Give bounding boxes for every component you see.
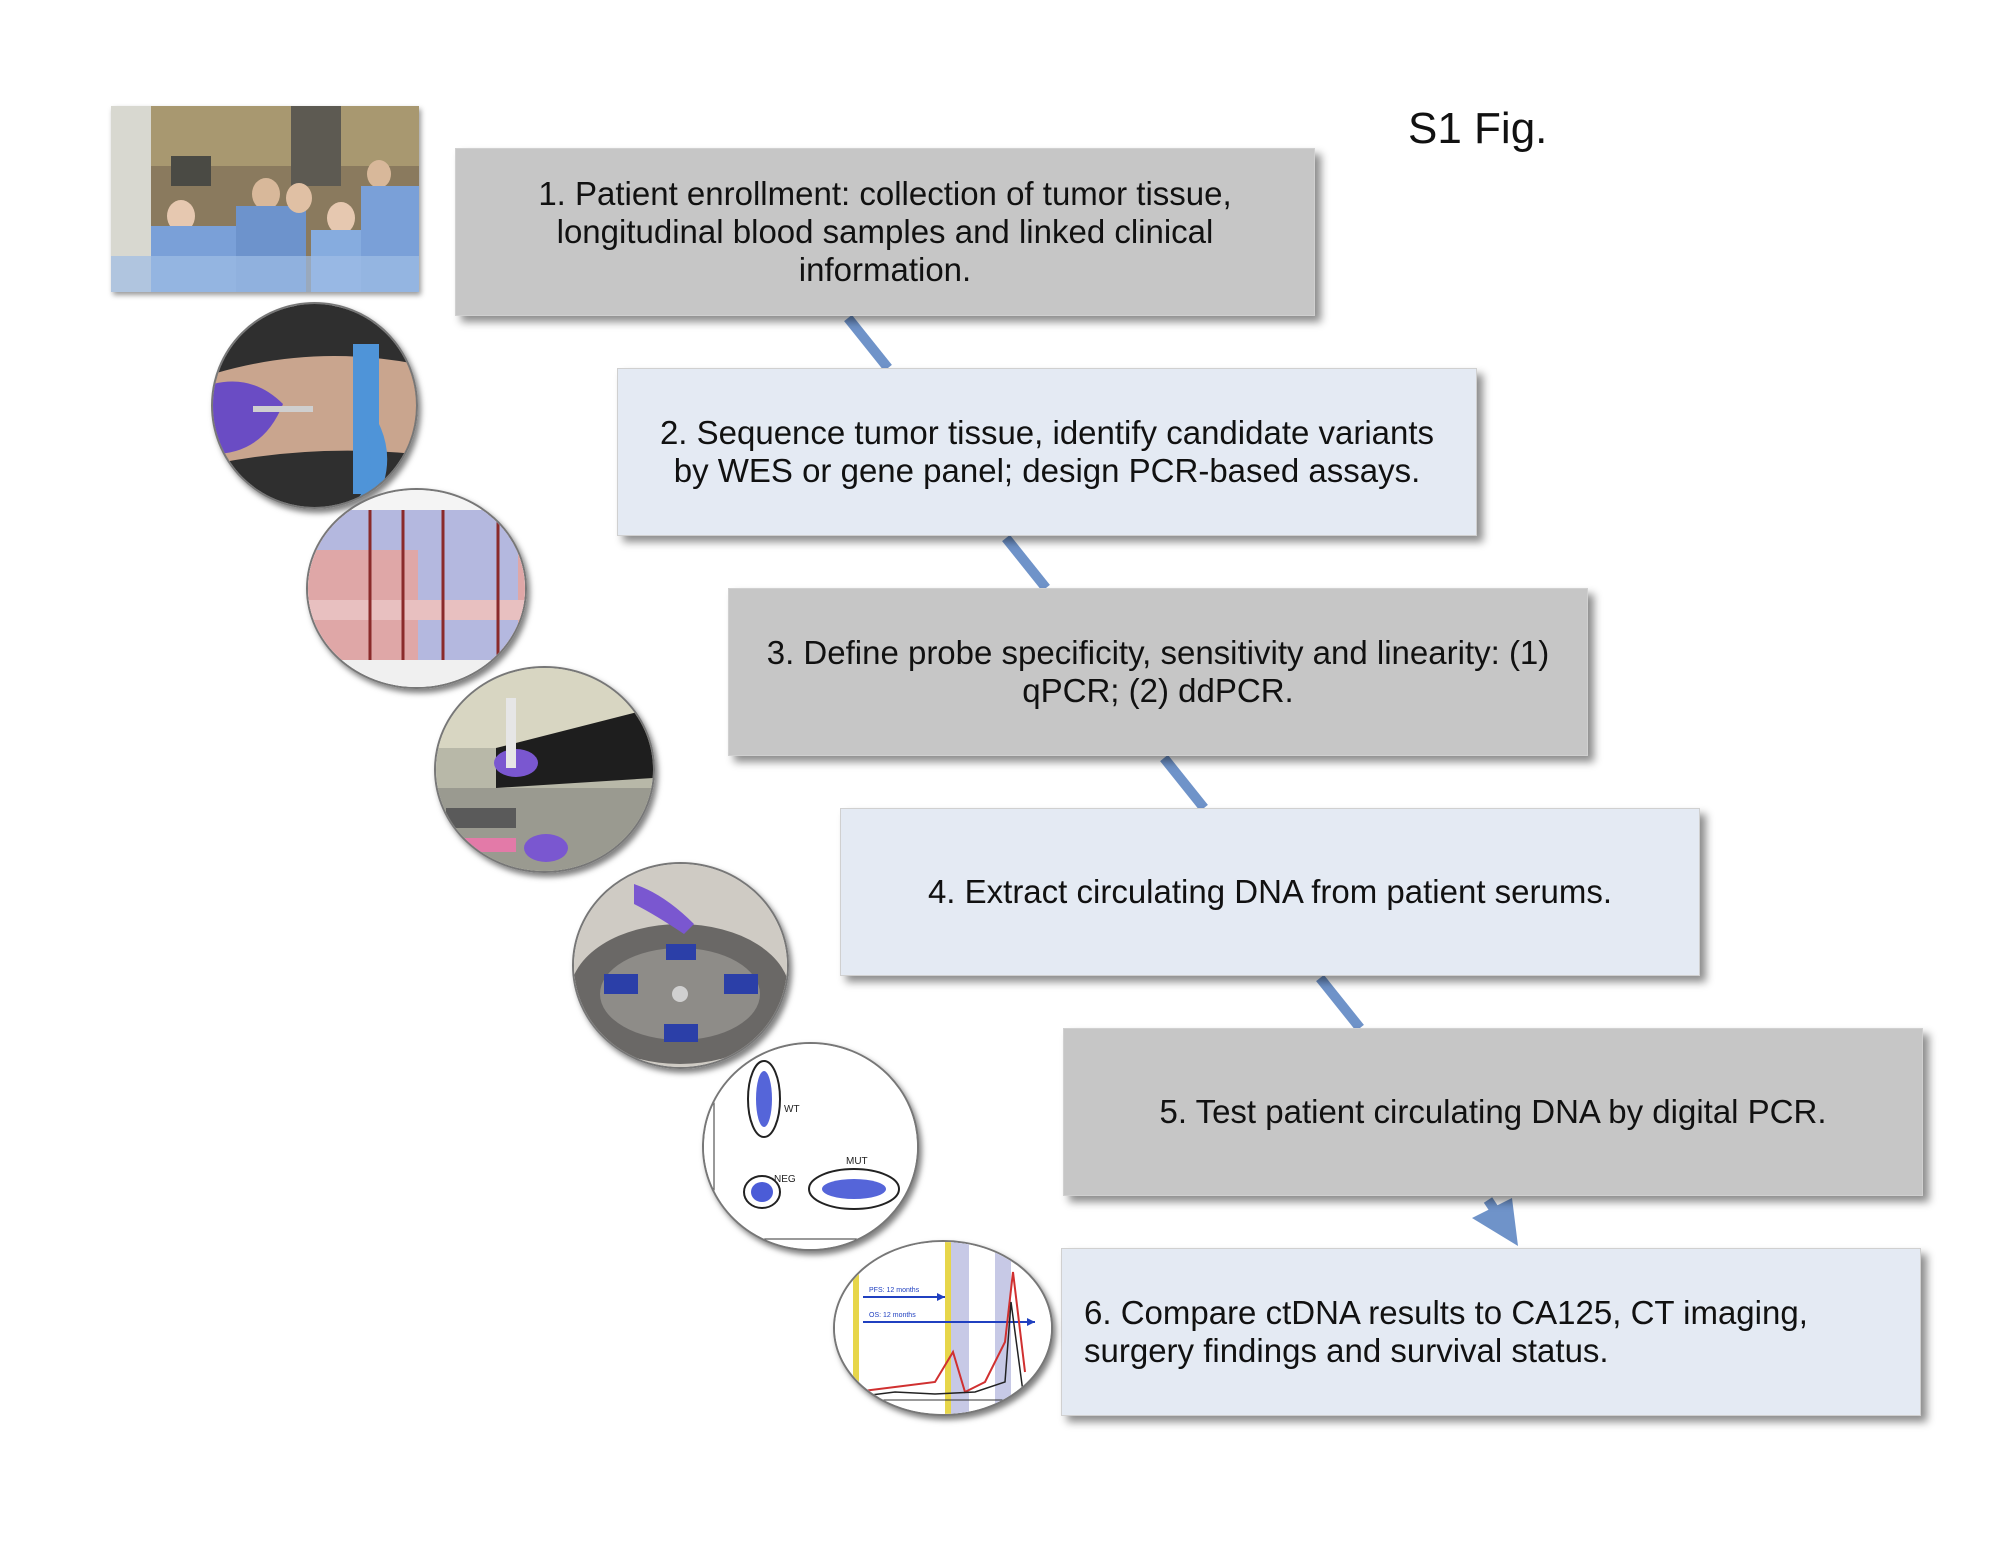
- arrow-head: [1472, 1198, 1518, 1246]
- surgery-photo: [111, 106, 419, 292]
- connector-1-2: [844, 314, 892, 372]
- step-4-box: 4. Extract circulating DNA from patient …: [840, 808, 1700, 976]
- step-2-text: 2. Sequence tumor tissue, identify candi…: [659, 414, 1435, 489]
- ddpcr-plot: WT NEG MUT: [702, 1042, 919, 1251]
- ctdna-chart: PFS: 12 months OS: 12 months: [833, 1240, 1053, 1416]
- os-label: OS: 12 months: [869, 1312, 916, 1319]
- ddpcr-label-neg: NEG: [774, 1174, 796, 1185]
- ddpcr-label-mut: MUT: [846, 1156, 868, 1167]
- step-6-box: 6. Compare ctDNA results to CA125, CT im…: [1061, 1248, 1921, 1416]
- step-5-box: 5. Test patient circulating DNA by digit…: [1063, 1028, 1923, 1196]
- blood-draw-photo: [211, 302, 418, 509]
- figure-label: S1 Fig.: [1408, 104, 1548, 153]
- step-5-text: 5. Test patient circulating DNA by digit…: [1159, 1093, 1827, 1130]
- ddpcr-label-wt: WT: [784, 1104, 800, 1115]
- connector-3-4: [1160, 754, 1208, 812]
- centrifuge-photo: [572, 862, 789, 1069]
- pipette-photo: [434, 666, 655, 873]
- step-6-text: 6. Compare ctDNA results to CA125, CT im…: [1084, 1294, 1808, 1369]
- connector-4-5: [1316, 974, 1364, 1032]
- step-3-box: 3. Define probe specificity, sensitivity…: [728, 588, 1588, 756]
- step-3-text: 3. Define probe specificity, sensitivity…: [766, 634, 1550, 709]
- step-2-box: 2. Sequence tumor tissue, identify candi…: [617, 368, 1477, 536]
- pfs-label: PFS: 12 months: [869, 1287, 920, 1294]
- sequencing-image: [306, 488, 527, 689]
- step-1-text: 1. Patient enrollment: collection of tum…: [538, 175, 1232, 288]
- step-4-text: 4. Extract circulating DNA from patient …: [927, 873, 1613, 910]
- connector-2-3: [1002, 534, 1050, 592]
- step-1-box: 1. Patient enrollment: collection of tum…: [455, 148, 1315, 316]
